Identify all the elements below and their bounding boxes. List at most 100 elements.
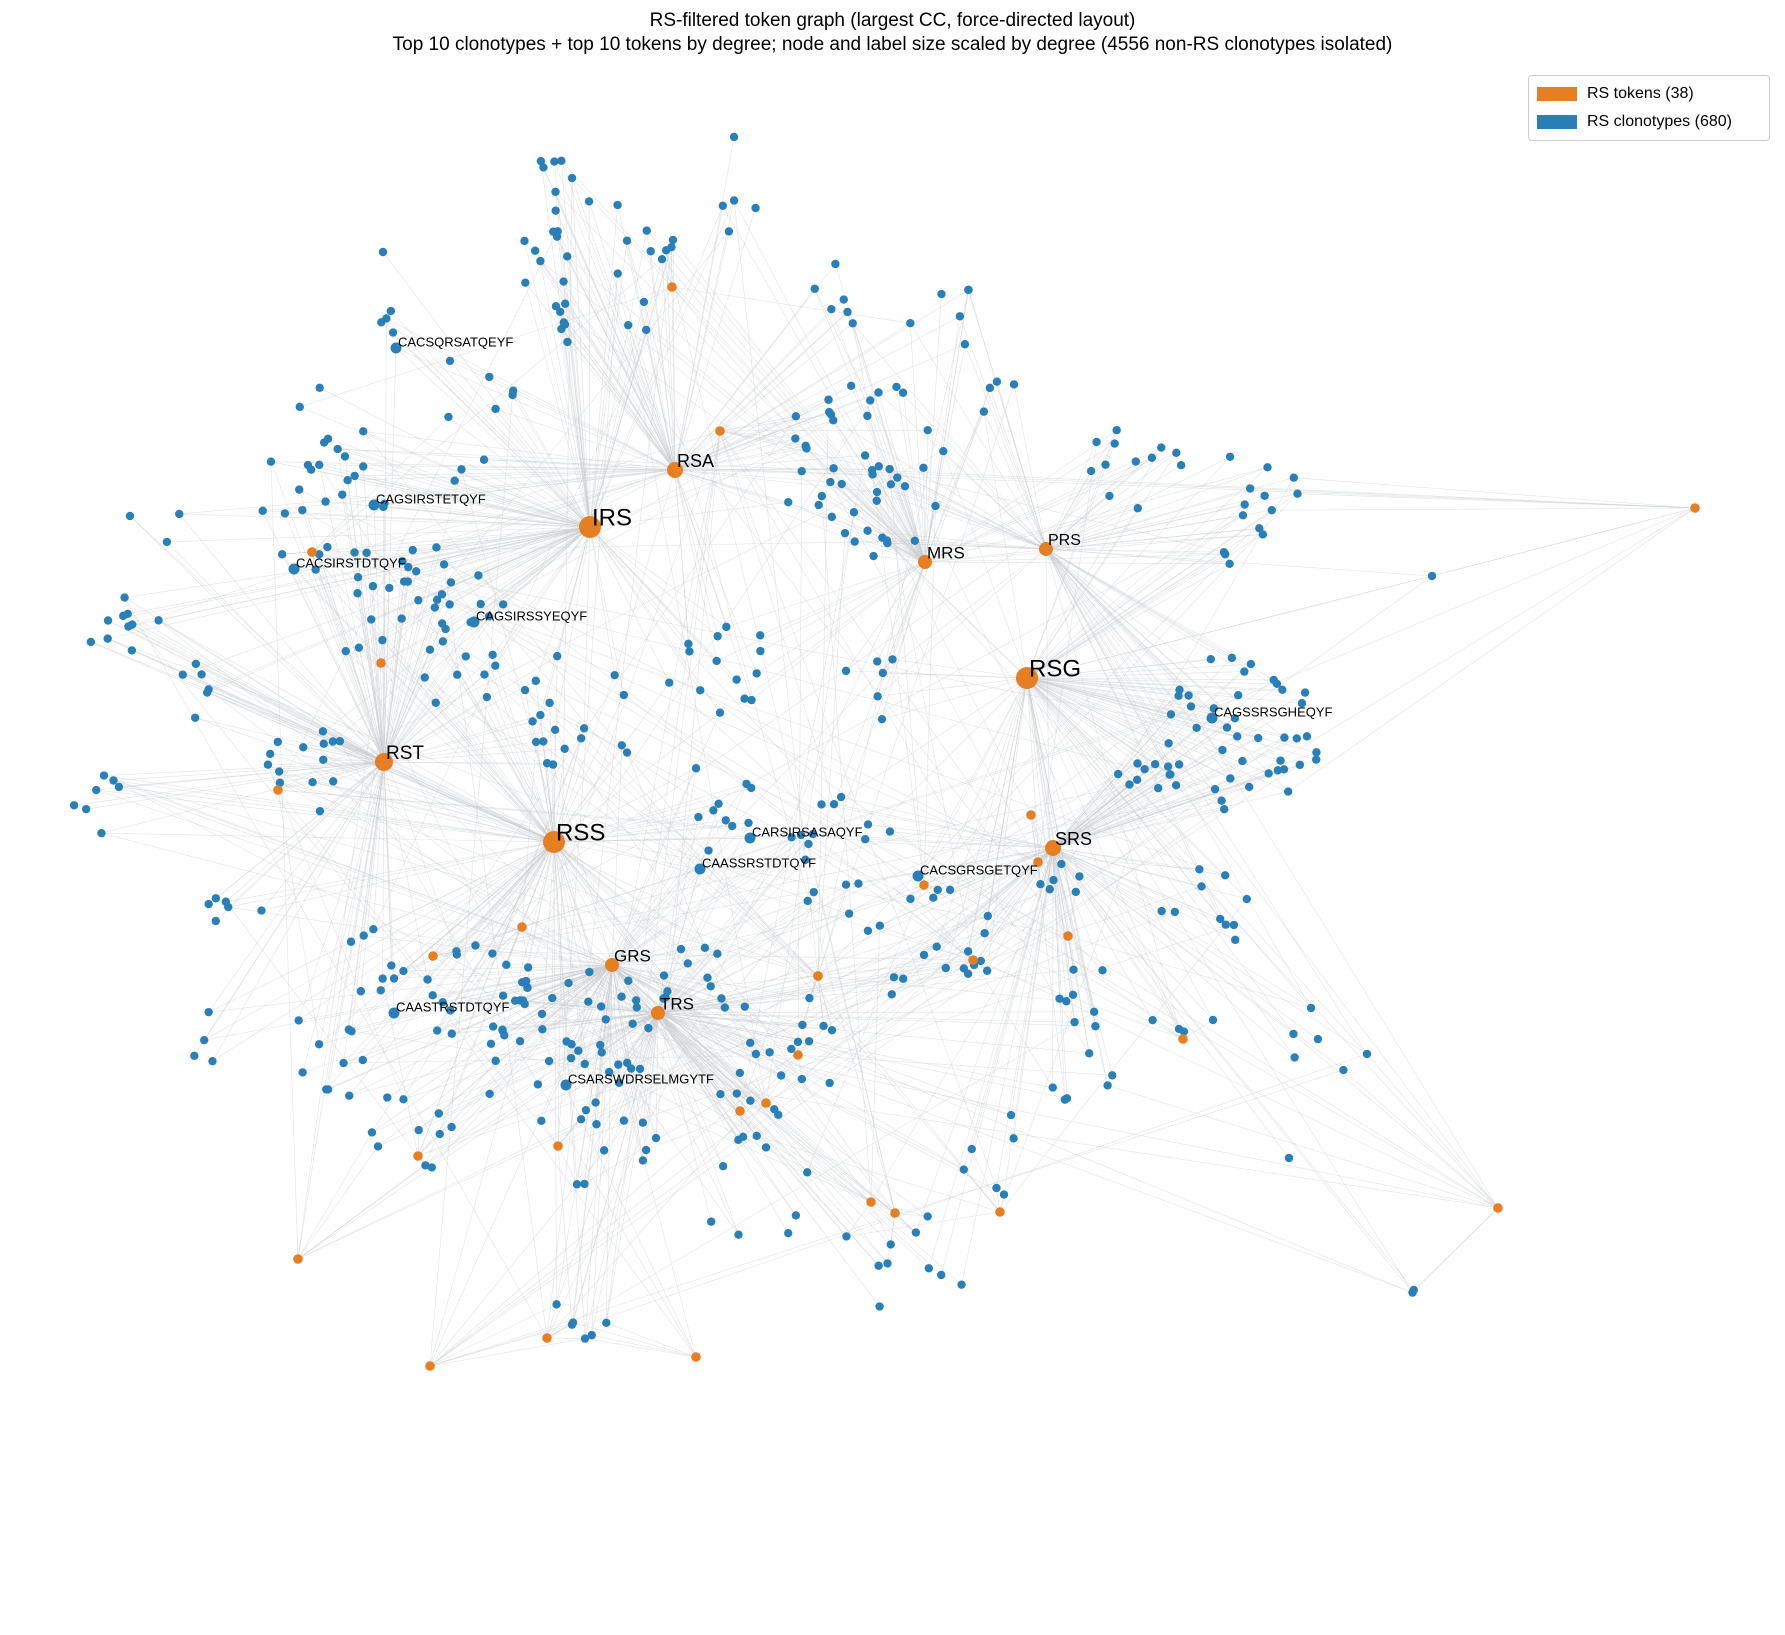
clonotype-node (787, 1044, 796, 1054)
clonotype-node (295, 485, 304, 494)
clonotype-node (1230, 714, 1240, 723)
graph-edge (576, 1012, 659, 1185)
graph-edge (429, 900, 808, 1367)
clonotype-node (875, 921, 885, 930)
graph-edge (864, 677, 1028, 840)
clonotype-node (1289, 473, 1298, 482)
clonotype-node (740, 694, 749, 703)
clonotype-node (1238, 756, 1247, 766)
labeled-clonotype-node (744, 832, 756, 844)
graph-edge (279, 782, 819, 977)
graph-edge (1052, 738, 1297, 849)
graph-edge (212, 841, 555, 1062)
graph-edge (553, 837, 751, 843)
graph-edge (297, 1167, 432, 1260)
clonotype-node (341, 646, 350, 656)
token-node (995, 1207, 1005, 1217)
clonotype-node (644, 1023, 653, 1033)
graph-edge (828, 411, 926, 563)
graph-edge (561, 160, 676, 471)
clonotype-node (804, 1037, 814, 1046)
graph-edge (671, 286, 888, 544)
clonotype-node (445, 600, 454, 609)
graph-edge (312, 761, 385, 783)
clonotype-node (1245, 484, 1255, 493)
graph-edge (1045, 464, 1106, 550)
graph-edge (166, 541, 385, 763)
clonotype-node (521, 278, 530, 287)
graph-edge (924, 457, 1153, 563)
graph-edge (1045, 548, 1252, 665)
graph-edge (302, 761, 385, 1073)
graph-edge (351, 1030, 1499, 1209)
labeled-clonotype-node (288, 563, 300, 575)
graph-edge (1052, 737, 1259, 849)
graph-edge (674, 469, 832, 518)
graph-edge (128, 430, 721, 627)
graph-edge (657, 822, 749, 1014)
graph-edge (393, 841, 555, 1014)
graph-edge (345, 650, 382, 664)
clonotype-node (1172, 448, 1181, 458)
clonotype-node (614, 1078, 624, 1088)
graph-edge (395, 347, 591, 528)
graph-edge (1052, 773, 1269, 849)
clonotype-node (1125, 780, 1134, 789)
graph-edge (351, 841, 555, 1032)
graph-edge (657, 1012, 1068, 1099)
clonotype-node (553, 651, 562, 661)
clonotype-node (190, 713, 200, 722)
graph-edge (351, 761, 385, 1032)
clonotype-node (435, 1129, 444, 1139)
clonotype-node (190, 1051, 199, 1060)
graph-edge (506, 926, 523, 965)
graph-edge (96, 789, 555, 843)
clonotype-node (221, 897, 231, 906)
graph-edge (617, 273, 676, 471)
graph-edge (417, 1060, 496, 1157)
graph-edge (512, 390, 591, 528)
clonotype-node (883, 1259, 892, 1268)
clonotype-node (898, 974, 908, 983)
clonotype-node (829, 464, 838, 473)
graph-edge (657, 998, 722, 1014)
graph-edge (611, 837, 792, 966)
graph-edge (1052, 847, 1068, 1099)
graph-edge (332, 526, 591, 742)
graph-edge (987, 677, 1028, 917)
graph-edge (611, 837, 751, 966)
clonotype-node (528, 717, 537, 726)
graph-edge (277, 741, 385, 763)
clonotype-node (308, 777, 317, 787)
graph-edge (297, 891, 1076, 1260)
graph-edge (425, 964, 613, 1166)
graph-edge (963, 847, 1054, 1170)
graph-edge (383, 649, 431, 763)
graph-edge (512, 394, 591, 528)
graph-edge (535, 526, 591, 743)
clonotype-label: CSARSWDRSELMGYTF (568, 1071, 714, 1086)
graph-edge (657, 817, 699, 1014)
graph-edge (432, 416, 797, 957)
graph-edge (429, 1304, 557, 1367)
graph-edge (502, 526, 591, 605)
clonotype-node (498, 991, 508, 1000)
clonotype-node (809, 887, 818, 897)
clonotype-node (735, 1068, 745, 1078)
clonotype-node (709, 806, 718, 815)
token-node (1026, 810, 1036, 820)
graph-edge (887, 1212, 896, 1264)
graph-edge (553, 841, 665, 976)
graph-edge (383, 674, 458, 763)
clonotype-node (824, 407, 834, 417)
graph-edge (739, 387, 991, 1112)
graph-edge (383, 616, 490, 763)
clonotype-node (1206, 655, 1216, 664)
graph-edge (417, 1133, 440, 1157)
graph-edge (591, 1334, 697, 1358)
clonotype-node (1071, 887, 1081, 897)
graph-edge (383, 604, 504, 763)
graph-edge (395, 347, 676, 471)
graph-edge (674, 311, 848, 471)
clonotype-node (964, 285, 973, 295)
